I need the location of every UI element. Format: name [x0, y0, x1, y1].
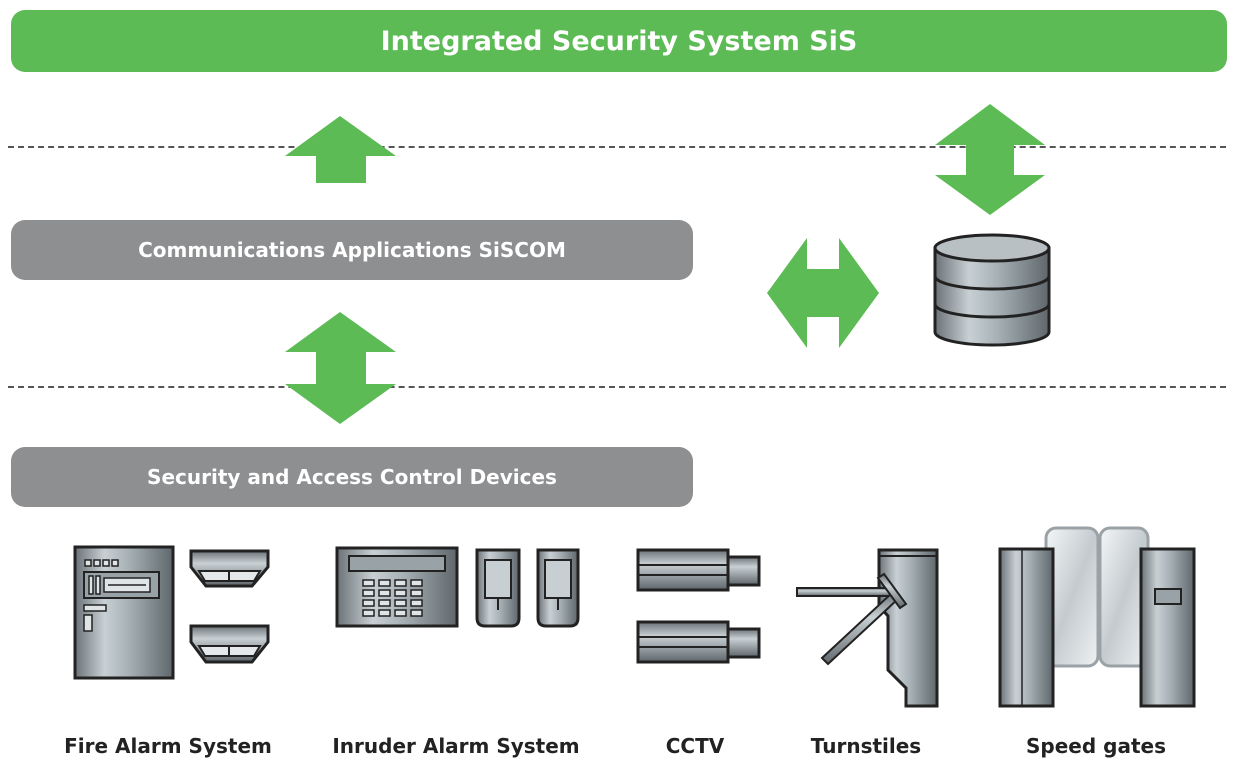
- smoke-detector-icon: [189, 624, 270, 664]
- layer-divider-top: [8, 146, 1226, 148]
- devices-layer-label: Security and Access Control Devices: [147, 465, 557, 489]
- cctv-camera-icon: [636, 548, 761, 592]
- devices-layer-bar: Security and Access Control Devices: [11, 447, 693, 507]
- speed-gates-label: Speed gates: [1026, 734, 1166, 758]
- database-vertical-double-arrow-icon: [935, 104, 1045, 215]
- fire-alarm-system-label: Fire Alarm System: [64, 734, 272, 758]
- cctv-camera-icon: [636, 620, 761, 664]
- system-title: Integrated Security System SiS: [380, 25, 858, 57]
- intruder-alarm-system-label: Inruder Alarm System: [332, 734, 580, 758]
- keypad-icon: [335, 546, 459, 628]
- horizontal-double-arrow-icon: [767, 238, 879, 348]
- database-icon: [933, 233, 1051, 347]
- integrated-security-system-bar: Integrated Security System SiS: [11, 10, 1227, 72]
- up-arrow-icon: [285, 116, 396, 183]
- turnstiles-label: Turnstiles: [810, 734, 922, 758]
- communications-layer-label: Communications Applications SiSCOM: [138, 238, 566, 262]
- vertical-double-arrow-icon: [285, 312, 396, 424]
- cctv-label: CCTV: [665, 734, 725, 758]
- layer-divider-bottom: [8, 386, 1226, 388]
- motion-sensor-icon: [536, 548, 580, 628]
- motion-sensor-icon: [475, 548, 521, 628]
- turnstile-icon: [796, 548, 939, 708]
- smoke-detector-icon: [189, 549, 270, 588]
- speed-gate-icon: [998, 526, 1196, 708]
- fire-alarm-panel-icon: [73, 545, 175, 680]
- communications-layer-bar: Communications Applications SiSCOM: [11, 220, 693, 280]
